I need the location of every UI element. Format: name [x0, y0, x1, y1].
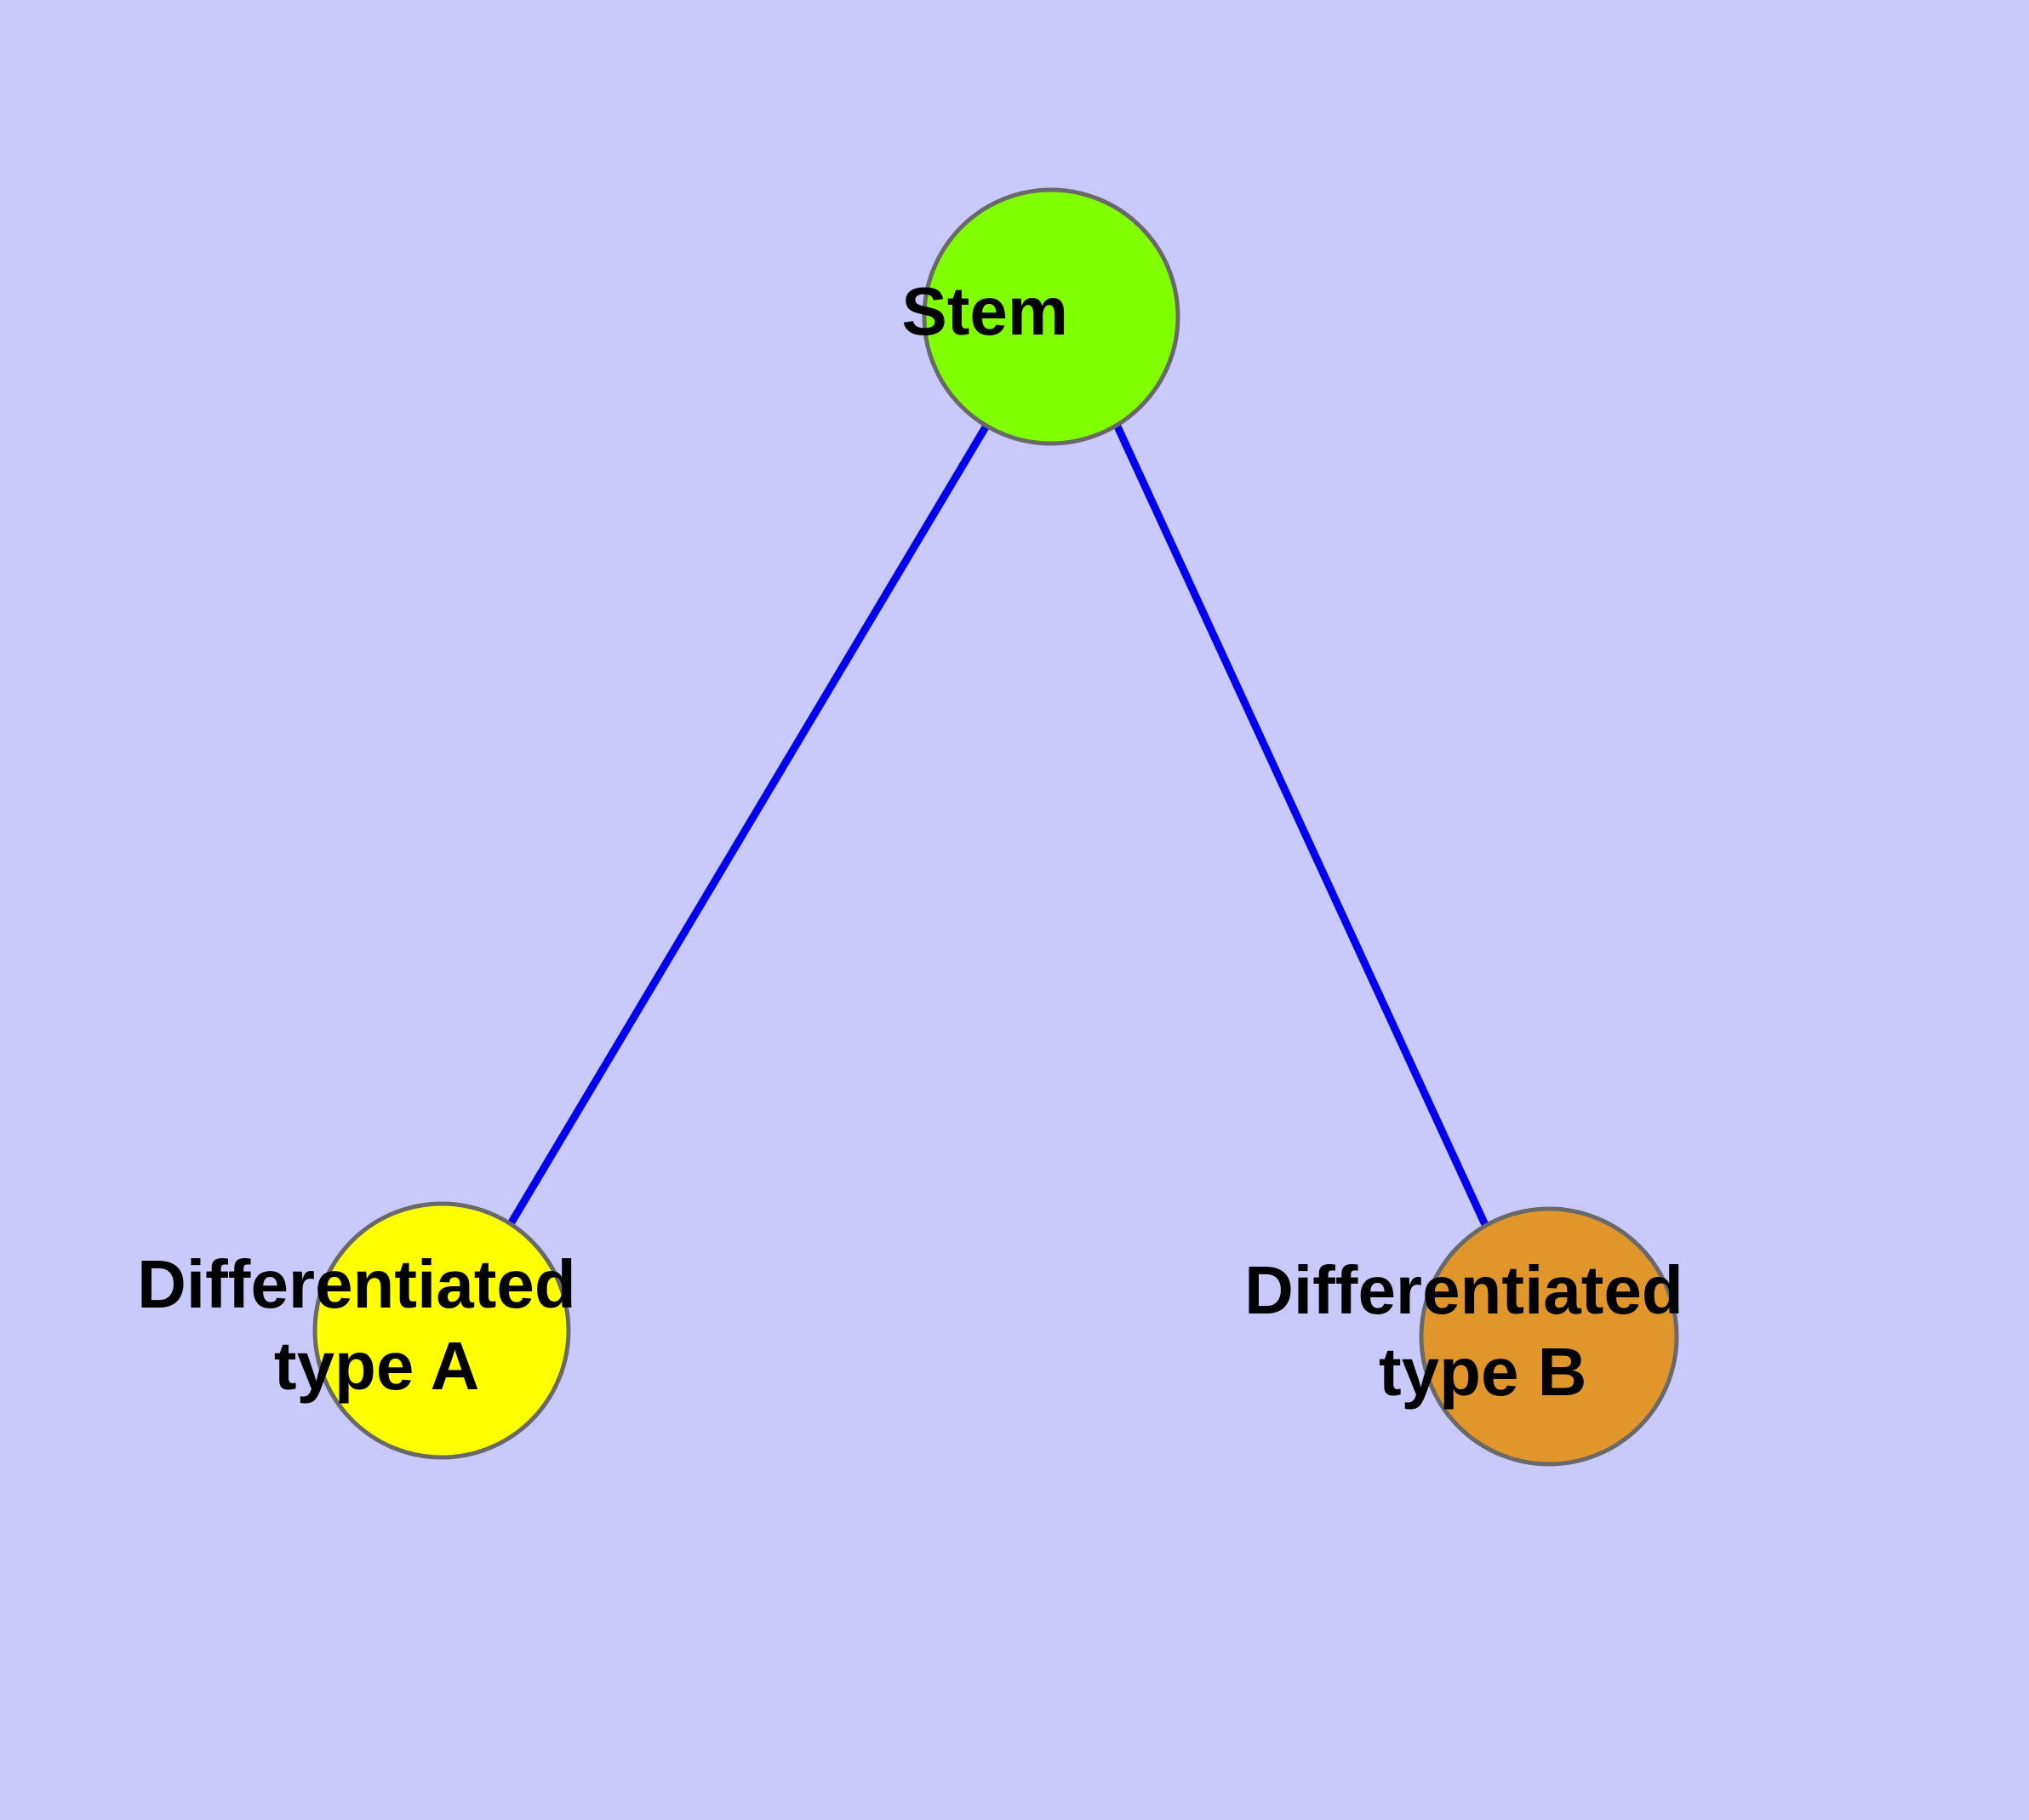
edge-stem-to-differentiated-type-a[interactable] — [508, 423, 990, 1225]
node-layer — [312, 187, 1679, 1467]
edge-stem-to-differentiated-type-b[interactable] — [1113, 425, 1490, 1228]
node-differentiated-type-a-label-line-1: Differentiated — [137, 1246, 576, 1322]
node-stem[interactable] — [922, 187, 1180, 446]
node-differentiated-type-a-label-line-2: type A — [274, 1328, 478, 1404]
node-differentiated-type-b-circle[interactable] — [1419, 1206, 1679, 1467]
node-differentiated-type-a-label: Differentiated type A — [0, 0, 746, 1404]
node-differentiated-type-b-label: Differentiated type B — [1244, 1252, 1683, 1410]
node-differentiated-type-b[interactable] — [1419, 1206, 1679, 1467]
node-differentiated-type-a[interactable] — [312, 1201, 571, 1460]
node-differentiated-type-b-label-line-2: type B — [1379, 1334, 1587, 1410]
node-stem-circle[interactable] — [922, 187, 1180, 446]
node-stem-label-line-1: Stem — [901, 273, 1068, 349]
label-layer: Stem Differentiated type A Differentiate… — [0, 0, 1683, 1410]
edge-layer — [508, 423, 1490, 1228]
node-stem-label: Stem — [0, 0, 1201, 349]
node-differentiated-type-b-label-line-1: Differentiated — [1244, 1252, 1683, 1328]
node-differentiated-type-a-circle[interactable] — [312, 1201, 571, 1460]
